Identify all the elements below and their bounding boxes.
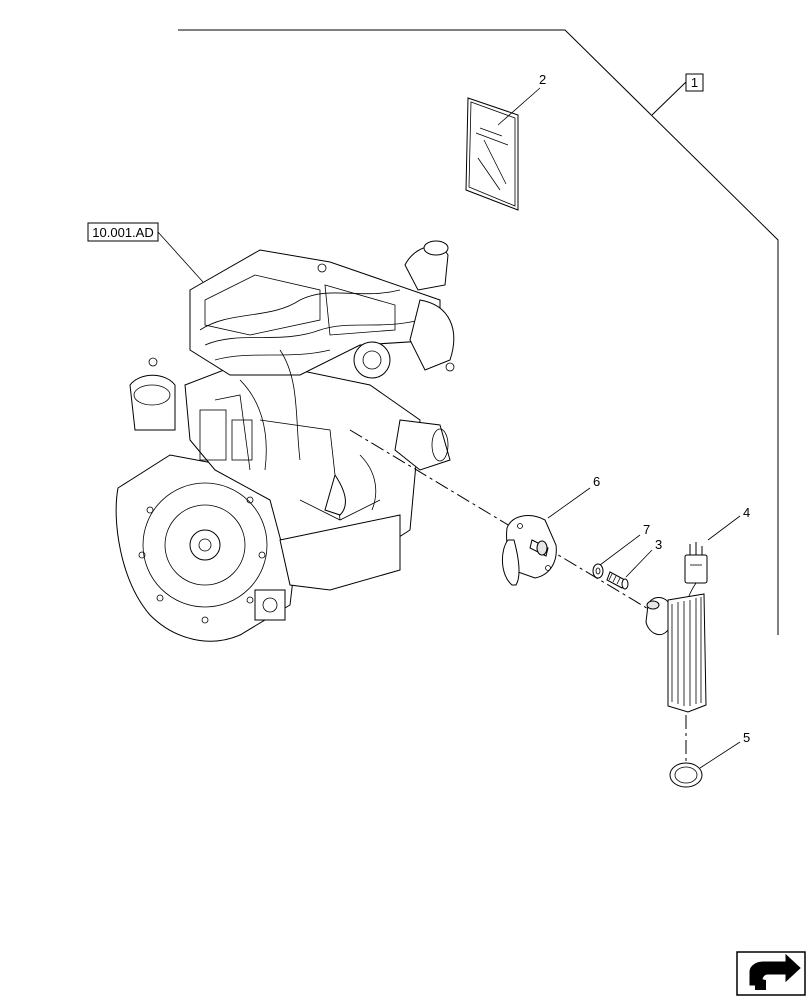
manual-booklet <box>465 97 519 211</box>
assembly-reference-label: 10.001.AD <box>92 225 153 240</box>
gasket-ring <box>669 762 703 788</box>
callout-4[interactable]: 4 <box>743 505 750 520</box>
group-bracket-line <box>178 29 779 635</box>
heater-element <box>645 542 708 713</box>
callout-3[interactable]: 3 <box>655 537 662 552</box>
group-box-1[interactable]: 1 <box>685 73 704 92</box>
callout-5[interactable]: 5 <box>743 730 750 745</box>
callout-4-leader <box>707 515 741 541</box>
assembly-leader <box>157 231 204 283</box>
next-page-button[interactable] <box>736 951 806 996</box>
assembly-axis-line <box>349 429 651 611</box>
washer <box>592 563 604 579</box>
callout-7-leader <box>599 534 641 566</box>
group-box-label: 1 <box>691 75 698 90</box>
bolt <box>606 571 629 590</box>
heater-plate <box>502 515 557 586</box>
callout-7[interactable]: 7 <box>643 522 650 537</box>
callout-6-leader <box>547 487 591 519</box>
assembly-reference-box[interactable]: 10.001.AD <box>87 222 159 242</box>
callout-2[interactable]: 2 <box>539 72 546 87</box>
group-leader-line <box>651 81 687 116</box>
callout-5-leader <box>699 741 741 769</box>
arrow-right-icon <box>749 953 801 990</box>
callout-2-leader <box>497 87 541 126</box>
engine-assembly <box>115 240 455 642</box>
callout-3-leader <box>625 549 653 578</box>
callout-6[interactable]: 6 <box>593 474 600 489</box>
